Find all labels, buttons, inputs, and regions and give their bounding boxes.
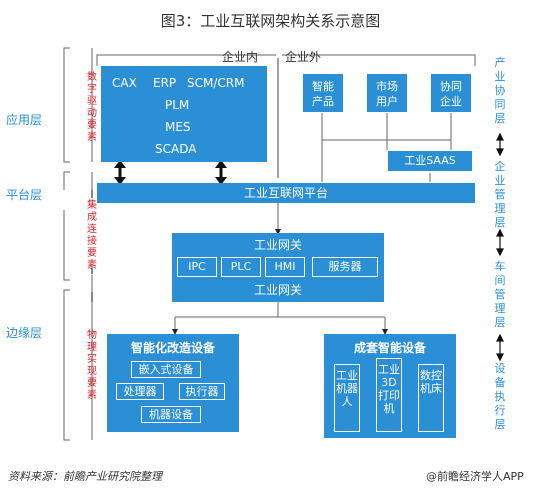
box-market-users: 市场用户 bbox=[366, 73, 408, 113]
smart-retrofit-title: 智能化改造设备 bbox=[130, 341, 215, 355]
app-mes: MES bbox=[165, 120, 191, 134]
label-integration: 集成连接要素 bbox=[87, 200, 97, 271]
footer-brand: @前瞻经济学人APP bbox=[426, 470, 524, 483]
saas-box: 工业SAAS bbox=[387, 150, 473, 172]
box-smart-product: 智能产品 bbox=[302, 73, 344, 113]
device-machine: 机器设备 bbox=[141, 406, 201, 423]
smart-retrofit-block: 智能化改造设备 嵌入式设备 处理器 执行器 机器设备 bbox=[107, 334, 239, 432]
smart-product-label: 智能产品 bbox=[312, 80, 334, 108]
platform-bar: 工业互联网平台 bbox=[97, 183, 475, 203]
gateway-ipc: IPC bbox=[177, 257, 217, 277]
label-industry-collab: 产业协同层 bbox=[494, 56, 506, 125]
app-cax: CAX bbox=[112, 76, 137, 90]
layer-platform: 平台层 bbox=[6, 188, 43, 202]
complete-equipment-block: 成套智能设备 工业机器人 工业3D打印机 数控机床 bbox=[324, 334, 456, 438]
box-partner-enterprise: 协同企业 bbox=[430, 73, 472, 113]
diagram-title: 图3：工业互联网架构关系示意图 bbox=[160, 12, 381, 30]
layer-edge: 边缘层 bbox=[6, 326, 43, 340]
label-device-exec: 设备执行层 bbox=[494, 362, 506, 431]
complete-equipment-title: 成套智能设备 bbox=[353, 341, 426, 355]
app-erp: ERP bbox=[153, 76, 177, 90]
equip-industrial-robot: 工业机器人 bbox=[334, 364, 360, 432]
label-workshop-mgmt: 车间管理层 bbox=[494, 260, 506, 329]
device-processor: 处理器 bbox=[116, 383, 164, 400]
app-plm: PLM bbox=[165, 98, 190, 112]
label-data-driven: 数字驱动要素 bbox=[87, 72, 97, 143]
gateway-block: 工业网关 IPC PLC HMI 服务器 工业网关 bbox=[172, 233, 384, 302]
label-inside: 企业内 bbox=[222, 50, 259, 64]
layer-application: 应用层 bbox=[6, 113, 43, 127]
app-systems-box: CAX ERP SCM/CRM PLM MES SCADA bbox=[101, 66, 267, 162]
footer-source: 资料来源：前瞻产业研究院整理 bbox=[8, 470, 162, 483]
label-outside: 企业外 bbox=[285, 50, 322, 64]
equip-cnc-machine: 数控机床 bbox=[418, 364, 444, 432]
gateway-top-label: 工业网关 bbox=[253, 238, 302, 252]
device-actuator: 执行器 bbox=[179, 383, 225, 400]
app-scada: SCADA bbox=[155, 142, 197, 156]
label-physical: 物理实现要素 bbox=[87, 330, 97, 401]
gateway-plc: PLC bbox=[221, 257, 261, 277]
gateway-bottom-label: 工业网关 bbox=[253, 283, 302, 297]
partner-enterprise-label: 协同企业 bbox=[440, 80, 462, 108]
device-embedded: 嵌入式设备 bbox=[131, 361, 201, 378]
equip-3d-printer: 工业3D打印机 bbox=[376, 358, 402, 432]
label-enterprise-mgmt: 企业管理层 bbox=[494, 160, 506, 229]
gateway-server: 服务器 bbox=[312, 257, 378, 277]
gateway-hmi: HMI bbox=[265, 257, 305, 277]
market-users-label: 市场用户 bbox=[376, 80, 398, 108]
app-scm-crm: SCM/CRM bbox=[187, 76, 245, 90]
